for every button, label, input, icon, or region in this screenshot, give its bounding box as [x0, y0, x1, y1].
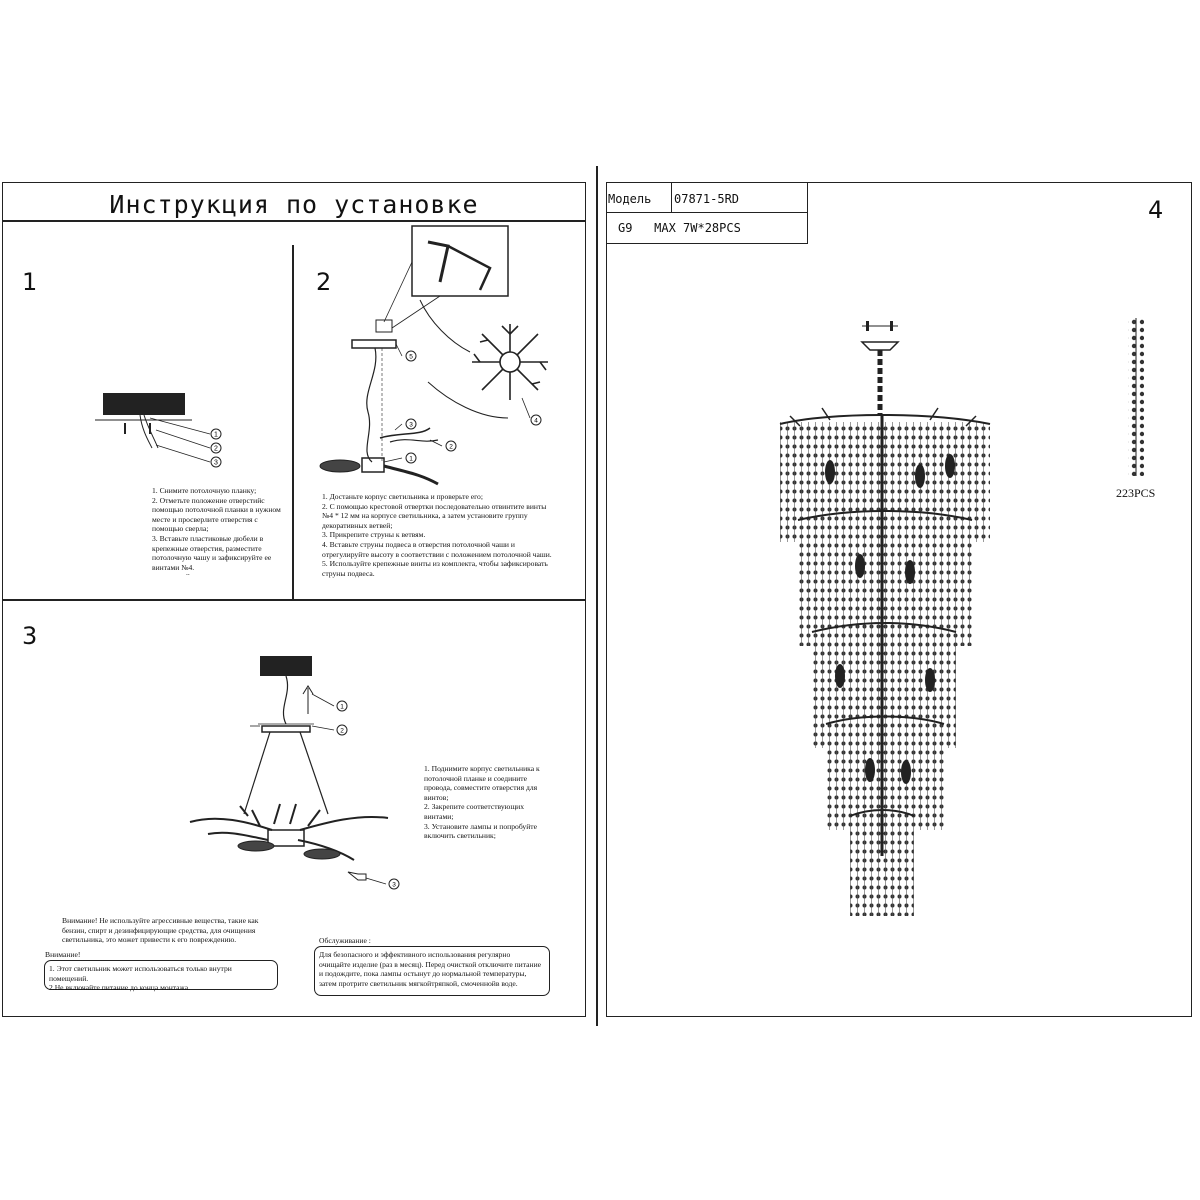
- step-1-ceiling-plate-diagram: 1 2 3: [95, 393, 222, 468]
- page-number: 4: [1148, 196, 1164, 224]
- attention-box: Внимание! 1. Этот светильник может испол…: [44, 950, 278, 993]
- step-3-callout: 2: [340, 728, 344, 735]
- step-3-callout: 1: [340, 704, 344, 711]
- step-1-callout: 2: [214, 446, 218, 453]
- step-1-callout: 1: [214, 432, 218, 439]
- model-label: Модель: [608, 192, 652, 206]
- step-3-callout: 3: [392, 882, 396, 889]
- step-divider-vertical: [292, 245, 294, 599]
- step-2-callout: 1: [409, 456, 413, 463]
- step-2-text: 1. Достаньте корпус светильника и провер…: [322, 492, 552, 578]
- cleaning-warning-text: Внимание! Не используйте агрессивные вещ…: [62, 916, 259, 945]
- step-3-mounting-diagram: 1 2 3: [189, 656, 400, 890]
- step-2-callout: 5: [409, 354, 413, 361]
- step-divider-horizontal: [2, 599, 586, 601]
- step-1-callout: 3: [214, 460, 218, 467]
- step-1-footer-mark: ..: [186, 568, 190, 577]
- step-2-callout: 4: [534, 418, 538, 425]
- page-divider: [596, 166, 598, 1026]
- step-2-assembly-diagram: 5 3 2 1 4: [319, 225, 548, 486]
- chandelier-drawing: [779, 321, 991, 916]
- crystal-strand-drawing: [1128, 318, 1144, 476]
- attention-text: 1. Этот светильник может использоваться …: [49, 964, 232, 993]
- maintenance-text: Для безопасного и эффективного использов…: [319, 950, 542, 988]
- product-panel: [606, 182, 1192, 1017]
- step-1-number: 1: [22, 268, 38, 296]
- page-title: Инструкция по установке: [109, 190, 479, 219]
- title-divider: [2, 220, 586, 222]
- model-table-column-divider: [671, 182, 673, 212]
- maintenance-box: Обслуживание : Для безопасного и эффекти…: [314, 936, 550, 996]
- step-3-number: 3: [22, 622, 38, 650]
- step-2-number: 2: [316, 268, 332, 296]
- model-table-divider: [606, 212, 808, 214]
- crystal-count: 223PCS: [1116, 486, 1156, 500]
- step-1-text: 1. Снимите потолочную планку; 2. Отметьт…: [152, 486, 281, 572]
- step-2-callout: 3: [409, 422, 413, 429]
- step-2-callout: 2: [449, 444, 453, 451]
- lamp-spec: G9 MAX 7W*28PCS: [618, 221, 741, 235]
- attention-heading: Внимание!: [45, 950, 83, 959]
- model-value: 07871-5RD: [674, 192, 740, 206]
- step-3-text: 1. Поднимите корпус светильника к потоло…: [424, 764, 540, 841]
- maintenance-heading: Обслуживание :: [319, 936, 373, 945]
- title-bar: Инструкция по установке: [2, 182, 586, 220]
